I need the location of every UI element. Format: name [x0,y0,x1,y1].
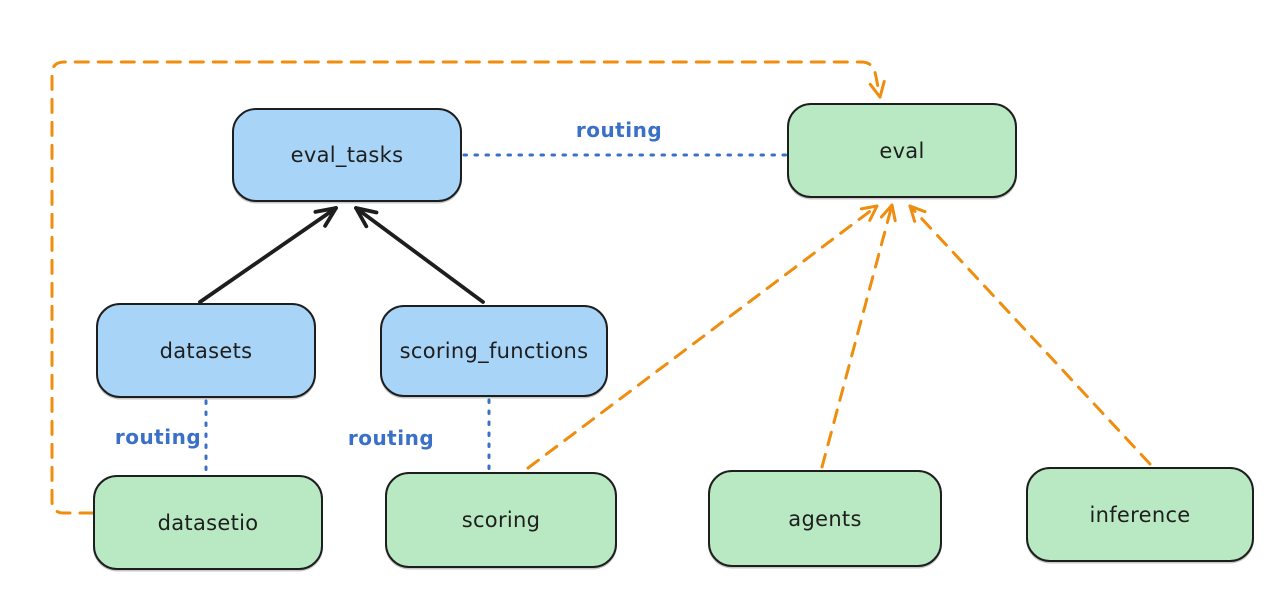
arrowhead-scoring-eval [859,204,879,222]
node-datasets: datasets [96,303,316,398]
arrowhead-scoring_functions-eval_tasks [354,206,379,229]
arrowhead-datasets-eval_tasks [313,206,338,228]
node-eval: eval [787,103,1017,198]
edge-scoring-eval [526,204,879,470]
node-eval-tasks: eval_tasks [232,108,462,202]
node-eval-tasks-label: eval_tasks [290,143,404,167]
edge-datasetio-eval [50,60,882,515]
edge-label-routing-datasets-datasetio: routing [114,425,202,449]
node-scoring-functions-label: scoring_functions [399,339,589,363]
node-datasetio: datasetio [93,475,323,570]
arrowhead-datasetio-eval [868,80,886,99]
edge-inference-eval [908,204,1152,466]
node-inference-label: inference [1089,502,1191,527]
edge-agents-eval [820,203,894,469]
node-agents: agents [708,470,942,567]
node-scoring-label: scoring [461,508,541,532]
node-datasets-label: datasets [159,338,253,363]
edge-datasets-eval_tasks [198,206,338,304]
edge-label-routing-scoring-functions-scoring: routing [347,426,435,450]
edge-label-routing-eval-tasks-eval: routing [575,118,663,142]
node-eval-label: eval [879,138,925,163]
node-scoring: scoring [385,472,617,568]
node-datasetio-label: datasetio [157,510,259,535]
arrowhead-inference-eval [908,204,927,223]
node-scoring-functions: scoring_functions [380,305,608,397]
node-agents-label: agents [788,506,862,531]
arrowhead-agents-eval [879,203,897,223]
edge-scoring_functions-eval_tasks [354,206,485,304]
node-inference: inference [1026,467,1254,562]
